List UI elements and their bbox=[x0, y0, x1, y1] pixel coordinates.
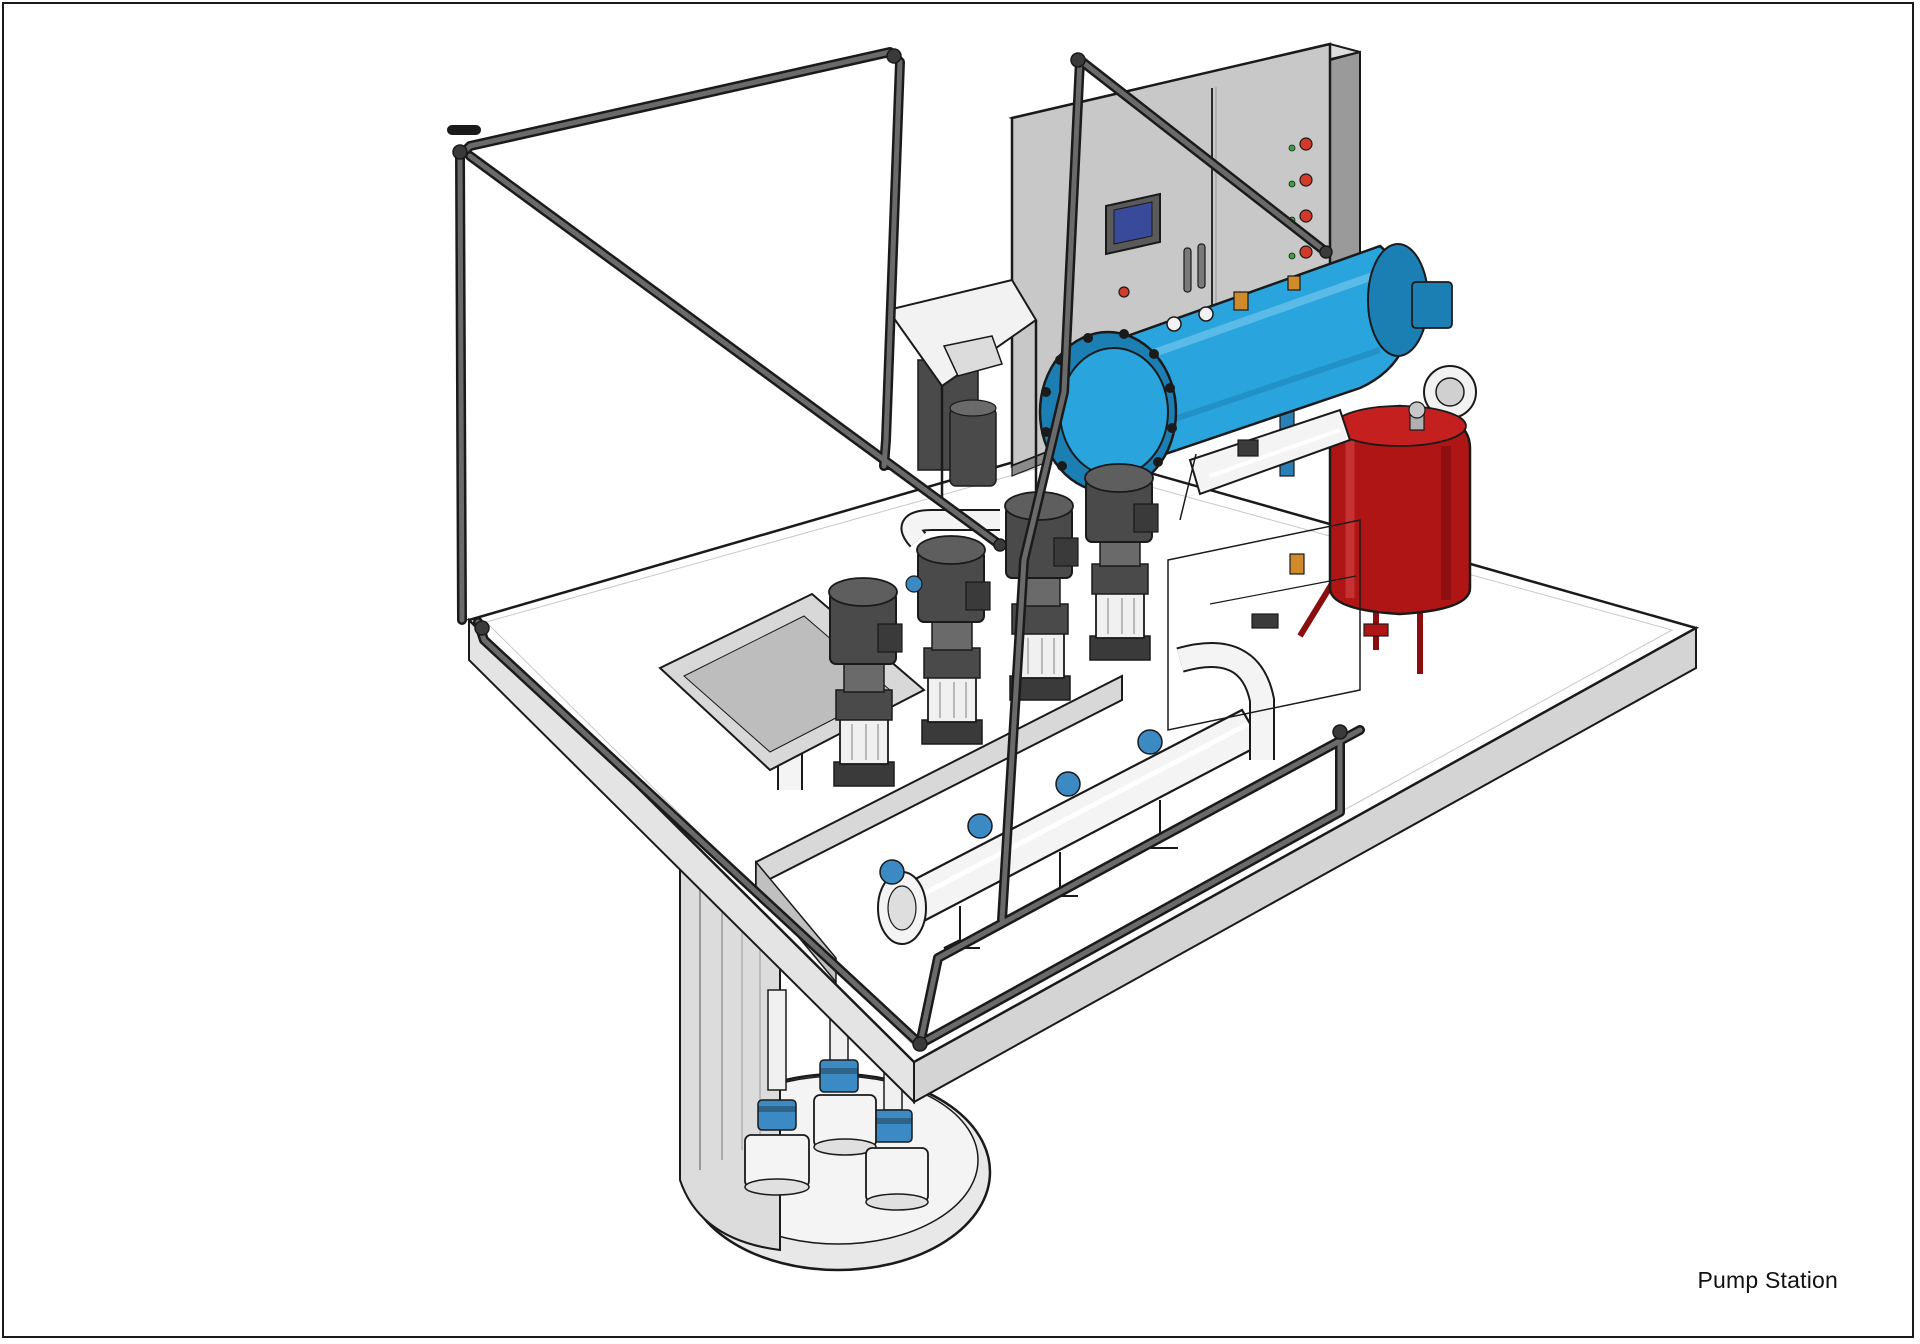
check-valve bbox=[757, 1059, 913, 1143]
platform-slab bbox=[466, 446, 1700, 1105]
pressure-gauges bbox=[1166, 275, 1301, 332]
pipe-fittings bbox=[1237, 439, 1389, 637]
booster-pump-4 bbox=[1084, 463, 1159, 661]
indicator-lights bbox=[1118, 137, 1313, 298]
guard-railing bbox=[447, 47, 1365, 1052]
submersible-pump bbox=[744, 1094, 929, 1211]
booster-pump-2 bbox=[916, 535, 991, 745]
local-control-stand bbox=[886, 278, 1038, 500]
drawing-caption: Pump Station bbox=[1697, 1267, 1838, 1293]
manifold-valves bbox=[879, 575, 1163, 885]
hmi-display bbox=[1105, 192, 1161, 256]
booster-pump-1 bbox=[828, 577, 903, 787]
expansion-tank bbox=[1297, 401, 1472, 674]
